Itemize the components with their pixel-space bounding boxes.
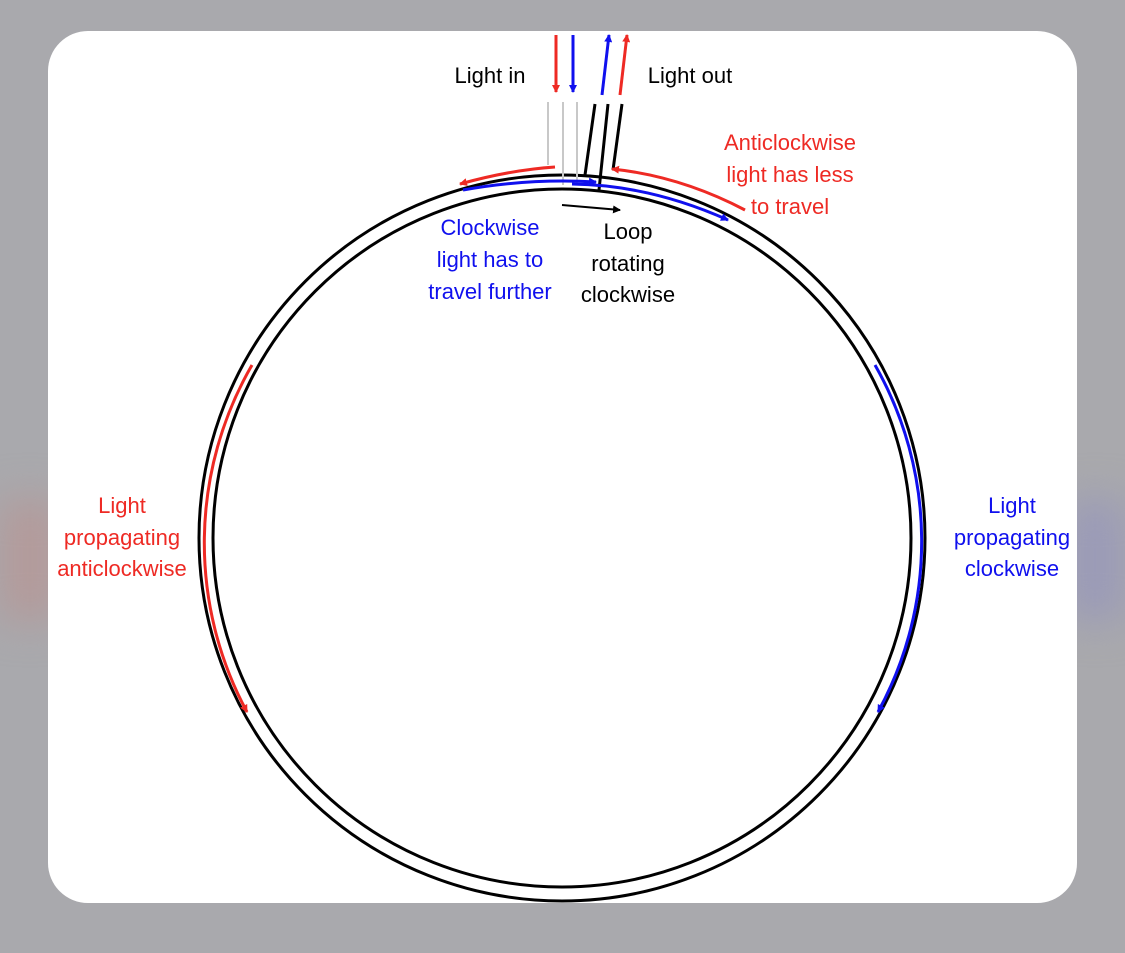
label-line: Anticlockwise	[724, 130, 856, 155]
label-line: clockwise	[581, 282, 675, 307]
left-propagating-label: Light propagating anticlockwise	[57, 493, 187, 581]
blue-top-right-arrow	[571, 182, 729, 222]
label-line: rotating	[591, 251, 664, 276]
red-out-arrow	[618, 34, 631, 96]
blue-out-arrow	[600, 34, 613, 96]
label-line: to travel	[751, 194, 829, 219]
label-line: light has to	[437, 247, 543, 272]
label-line: Light	[988, 493, 1036, 518]
anticlockwise-less-label: Anticlockwise light has less to travel	[724, 130, 856, 219]
label-line: anticlockwise	[57, 556, 187, 581]
blue-clockwise-arc	[873, 364, 924, 713]
red-anticlockwise-arc	[202, 364, 254, 713]
red-top-right-arrow	[611, 165, 746, 212]
inner-fibre-loop	[211, 187, 913, 889]
label-line: Loop	[604, 219, 653, 244]
loop-rotation-arrow	[561, 204, 621, 214]
label-line: propagating	[954, 525, 1070, 550]
label-line: Light	[98, 493, 146, 518]
clockwise-further-label: Clockwise light has to travel further	[428, 215, 552, 304]
label-line: light has less	[726, 162, 853, 187]
fibre-leads-rotated	[583, 103, 624, 191]
light-out-label: Light out	[648, 63, 732, 88]
label-line: Clockwise	[440, 215, 539, 240]
loop-rotating-label: Loop rotating clockwise	[581, 219, 675, 307]
light-in-label: Light in	[455, 63, 526, 88]
label-line: propagating	[64, 525, 180, 550]
blue-top-left-arrow	[462, 177, 597, 192]
right-propagating-label: Light propagating clockwise	[954, 493, 1070, 581]
label-line: clockwise	[965, 556, 1059, 581]
fibre-leads-initial	[547, 102, 578, 185]
outer-fibre-loop	[197, 173, 927, 903]
label-line: travel further	[428, 279, 552, 304]
red-top-left-arrow	[459, 165, 556, 186]
